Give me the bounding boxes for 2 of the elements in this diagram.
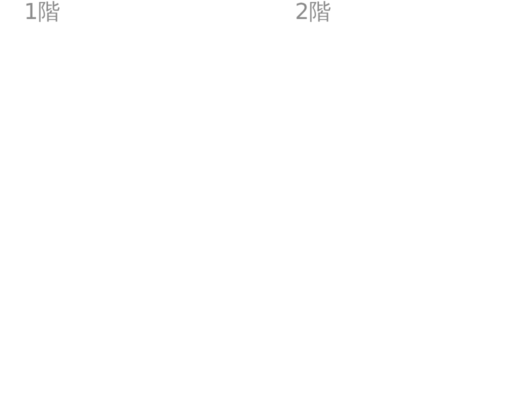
floor-label: 2階 [295,0,331,26]
floor-label: 1階 [24,0,60,26]
